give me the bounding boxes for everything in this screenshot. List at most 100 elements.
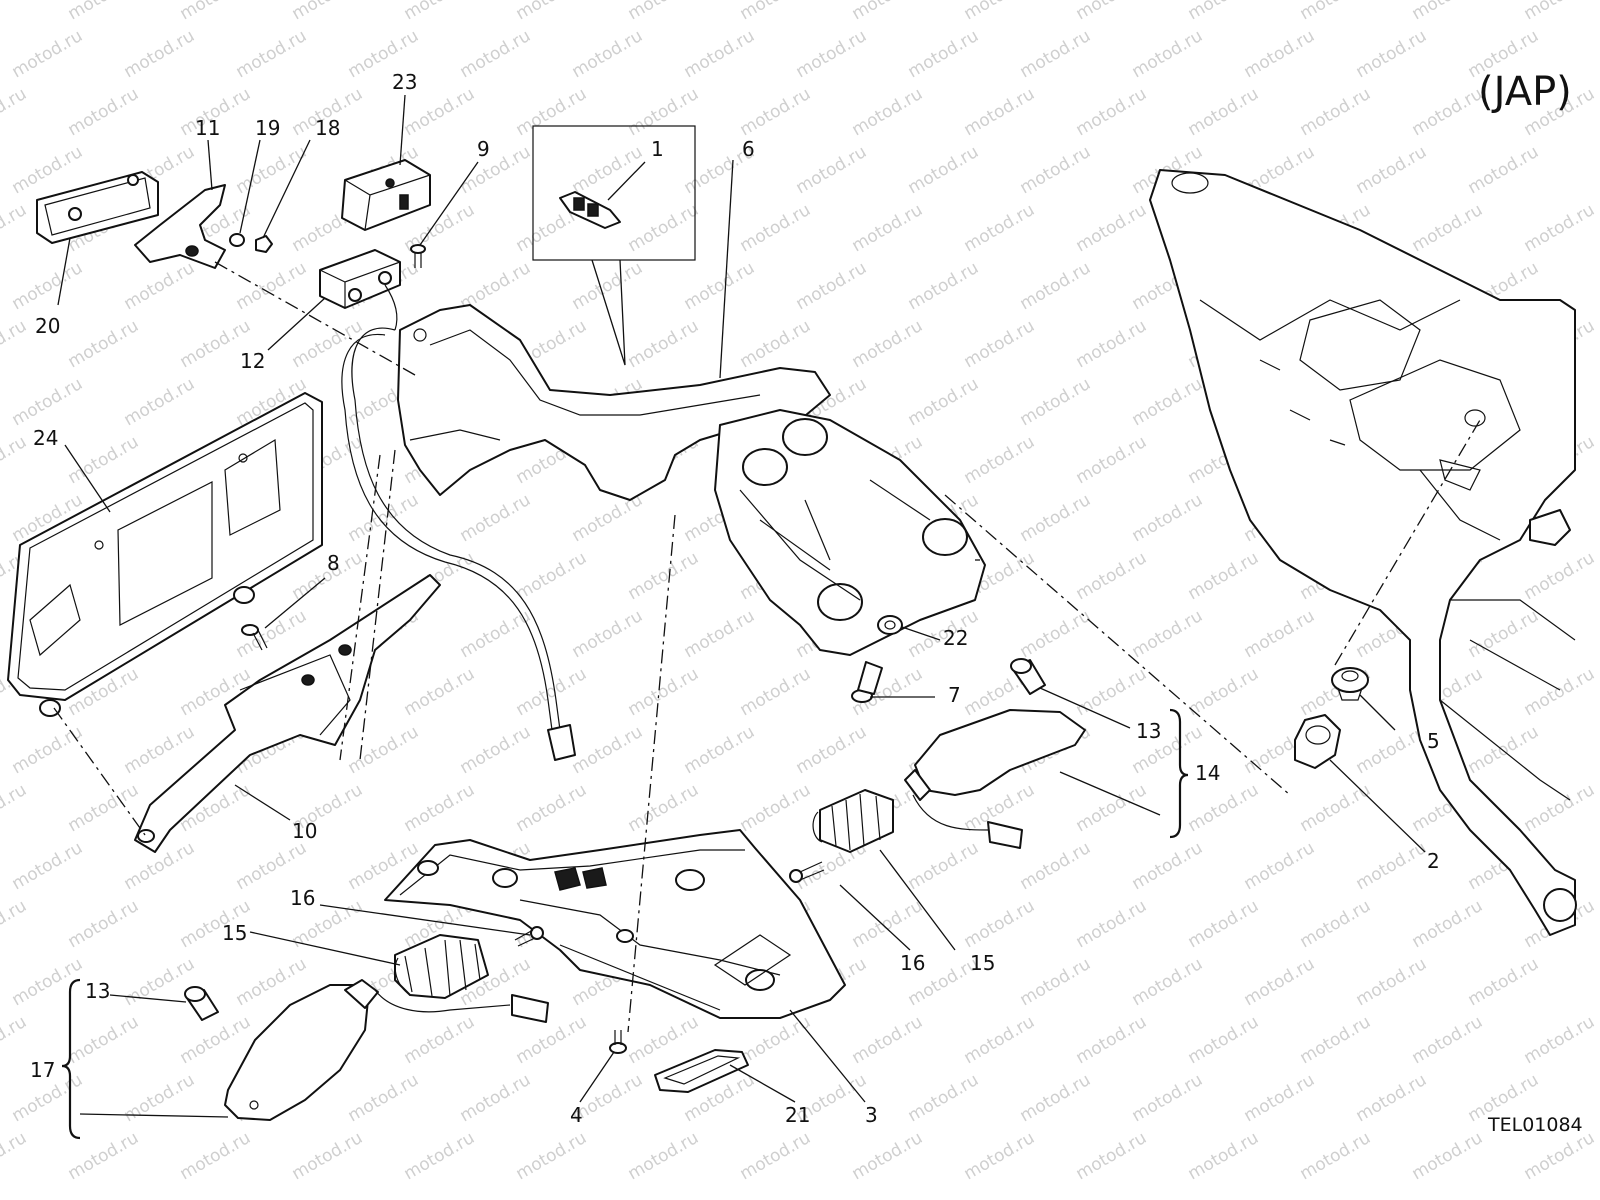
watermark-text: motod.ru [1129,490,1207,546]
callout-9: 9 [477,137,490,161]
part-13-bulb-right [1010,658,1046,695]
watermark-text: motod.ru [1129,954,1207,1010]
watermark-text: motod.ru [457,490,535,546]
watermark-text: motod.ru [1073,896,1151,952]
watermark-text: motod.ru [1185,84,1263,140]
part-24-plate-holder [7,392,323,717]
watermark-text: motod.ru [1241,606,1319,662]
watermark-text: motod.ru [1409,0,1487,24]
callout-13-right: 13 [1136,719,1161,743]
watermark-text: motod.ru [9,838,87,894]
part-9-screw [410,244,426,268]
callout-23: 23 [392,70,417,94]
watermark-text: motod.ru [9,258,87,314]
watermark-text: motod.ru [65,84,143,140]
watermark-text: motod.ru [737,84,815,140]
watermark-text: motod.ru [1465,606,1543,662]
watermark-text: motod.ru [1185,664,1263,720]
watermark-text: motod.ru [905,1070,983,1126]
part-19-washer [229,233,245,247]
watermark-text: motod.ru [121,954,199,1010]
watermark-text: motod.ru [65,780,143,836]
watermark-text: motod.ru [737,780,815,836]
watermark-text: motod.ru [905,26,983,82]
watermark-text: motod.ru [1409,84,1487,140]
callout-10: 10 [292,819,317,843]
watermark-text: motod.ru [1353,26,1431,82]
callout-16-left: 16 [290,886,315,910]
watermark-text: motod.ru [625,1128,703,1184]
part-15-spacer-left [394,934,489,999]
watermark-text: motod.ru [1073,316,1151,372]
watermark-text: motod.ru [1073,1012,1151,1068]
watermark-text: motod.ru [1185,1012,1263,1068]
watermark-text: motod.ru [905,258,983,314]
part-11-bracket [134,184,226,269]
watermark-text: motod.ru [457,722,535,778]
watermark-text: motod.ru [793,722,871,778]
watermark-text: motod.ru [1465,142,1543,198]
watermark-text: motod.ru [177,0,255,24]
watermark-text: motod.ru [0,780,30,836]
watermark-text: motod.ru [849,0,927,24]
watermark-text: motod.ru [1409,896,1487,952]
callout-18: 18 [315,116,340,140]
callout-5: 5 [1427,729,1440,753]
watermark-text: motod.ru [1073,432,1151,488]
drawing-code: TEL01084 [1487,1114,1583,1136]
watermark-text: motod.ru [65,896,143,952]
watermark-text: motod.ru [1521,200,1599,256]
part-2-grommet [1294,714,1341,769]
watermark-text: motod.ru [1465,954,1543,1010]
watermark-text: motod.ru [0,1128,30,1184]
watermark-text: motod.ru [1353,142,1431,198]
watermark-text: motod.ru [625,200,703,256]
watermark-text: motod.ru [1185,780,1263,836]
part-12-relay [319,249,401,331]
watermark-text: motod.ru [1241,1070,1319,1126]
watermark-text: motod.ru [849,316,927,372]
alignment-lines [53,261,1481,1033]
callout-11: 11 [195,116,220,140]
callout-4: 4 [570,1103,583,1127]
watermark-text: motod.ru [177,1128,255,1184]
part-1-inset [532,125,696,366]
part-20-plate-light [36,171,159,244]
watermark-text: motod.ru [961,200,1039,256]
watermark-text: motod.ru [1073,200,1151,256]
wiring-harness [341,327,576,761]
watermark-text: motod.ru [737,1012,815,1068]
watermark-text: motod.ru [1185,1128,1263,1184]
watermark-text: motod.ru [681,722,759,778]
watermark-text: motod.ru [1017,374,1095,430]
watermark-text: motod.ru [1297,84,1375,140]
part-21-reflector [654,1049,749,1093]
callout-19: 19 [255,116,280,140]
watermark-text: motod.ru [569,258,647,314]
callout-3: 3 [865,1103,878,1127]
watermark-text: motod.ru [1297,0,1375,24]
watermark-text: motod.ru [401,664,479,720]
watermark-text: motod.ru [401,0,479,24]
watermark-text: motod.ru [625,316,703,372]
watermark-text: motod.ru [737,316,815,372]
part-4-screw [609,1030,627,1054]
watermark-text: motod.ru [569,722,647,778]
callout-24: 24 [33,426,58,450]
watermark-text: motod.ru [1017,954,1095,1010]
watermark-text: motod.ru [65,0,143,24]
watermark-text: motod.ru [1241,838,1319,894]
watermark-text: motod.ru [121,722,199,778]
watermark-text: motod.ru [961,0,1039,24]
watermark-text: motod.ru [0,84,30,140]
watermark-text: motod.ru [1073,1128,1151,1184]
watermark-text: motod.ru [737,664,815,720]
watermark-text: motod.ru [1017,142,1095,198]
watermark-text: motod.ru [1017,1070,1095,1126]
part-8-screw [241,624,268,651]
watermark-text: motod.ru [961,1128,1039,1184]
watermark-text: motod.ru [0,0,30,24]
part-16-screw-right [789,861,825,883]
watermark-text: motod.ru [289,1128,367,1184]
watermark-text: motod.ru [233,26,311,82]
